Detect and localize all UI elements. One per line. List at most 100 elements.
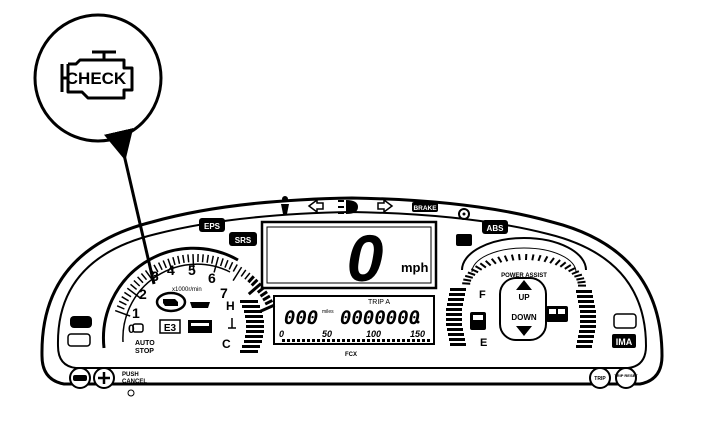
right-gauge-bar	[579, 305, 595, 308]
scale-segment	[317, 339, 320, 342]
ima-indicator	[612, 334, 636, 348]
tach-number-6: 6	[208, 270, 216, 286]
scale-segment	[342, 339, 345, 342]
check-engine-label: CHECK	[66, 69, 127, 88]
shift-up-label: UP	[518, 293, 530, 302]
right-gauge-bar	[577, 295, 593, 298]
shift-indicator: UP DOWN	[499, 277, 547, 341]
eps-indicator	[199, 218, 225, 232]
scale-segment	[412, 339, 415, 342]
fuel-cell-warning-icon	[190, 302, 210, 308]
tach-tick	[182, 254, 185, 264]
right-gauge-bar	[576, 345, 592, 348]
scale-segment	[422, 339, 425, 342]
fuel-bar	[446, 313, 462, 316]
power-tick	[503, 255, 509, 262]
brake-indicator	[412, 202, 438, 212]
tach-unit-label: x1000r/min	[172, 287, 202, 293]
temp-bar	[240, 300, 258, 303]
fuel-bar	[448, 298, 464, 301]
power-tick	[474, 265, 483, 271]
tach-tick	[250, 278, 259, 287]
scale-segment	[427, 339, 430, 342]
left-blank-indicator	[67, 333, 91, 347]
right-gauge-bar	[578, 300, 594, 303]
shift-down-label: DOWN	[511, 313, 537, 322]
trip-value: 000	[284, 307, 318, 329]
shift-up-icon	[516, 280, 532, 290]
consumption-bar-scale	[282, 339, 430, 342]
tach-tick	[259, 290, 268, 298]
scale-segment	[337, 339, 340, 342]
ima-label: IMA	[616, 337, 633, 347]
scale-segment	[417, 339, 420, 342]
minus-knob[interactable]	[69, 367, 91, 389]
tach-number-1: 1	[132, 305, 140, 321]
fuel-empty-label: E	[480, 337, 487, 349]
trip-label: TRIP A	[368, 299, 390, 306]
fuel-bar	[446, 318, 462, 321]
temp-bar	[245, 315, 263, 318]
scale-segment	[307, 339, 310, 342]
srs-indicator	[229, 232, 257, 246]
power-tick	[510, 254, 515, 261]
tach-tick	[162, 260, 167, 269]
plus-knob[interactable]	[93, 367, 115, 389]
tach-tick	[201, 254, 204, 263]
tach-number-5: 5	[188, 262, 196, 278]
tach-tick	[157, 262, 163, 271]
tach-tick	[210, 255, 215, 264]
fuel-bar	[446, 308, 462, 311]
scale-segment	[372, 339, 375, 342]
scale-segment	[347, 339, 350, 342]
scale-segment	[282, 339, 285, 342]
scale-segment	[402, 339, 405, 342]
power-tick	[577, 280, 586, 284]
trip-reset-label: TRIP RESET	[614, 373, 638, 378]
tach-tick	[137, 276, 144, 284]
odometer-value: 0000000	[340, 307, 420, 329]
tach-tick	[140, 273, 148, 281]
power-tick	[518, 253, 521, 261]
brand-label: FCX	[345, 352, 357, 358]
bottom-right-controls: TRIP TRIP RESET	[589, 367, 638, 389]
temp-bar	[246, 330, 264, 333]
power-tick	[497, 256, 503, 263]
svg-text:SRS: SRS	[235, 236, 252, 245]
tach-tick	[121, 296, 129, 302]
scale-label-0: 0	[279, 329, 284, 339]
power-tick	[559, 261, 567, 268]
right-gauge-bar	[580, 315, 596, 318]
fuel-bar	[449, 338, 465, 341]
fuel-bar	[449, 293, 465, 296]
svg-text:EPS: EPS	[204, 222, 221, 231]
tach-tick	[213, 256, 220, 273]
trip-reset-button[interactable]: TRIP RESET	[614, 367, 638, 389]
power-tick-ring	[462, 253, 586, 287]
scale-segment	[297, 339, 300, 342]
trip-button[interactable]: TRIP	[589, 367, 611, 389]
tach-tick	[262, 294, 271, 302]
turn-left-icon	[307, 198, 324, 214]
right-gauge-bars	[576, 290, 596, 348]
power-tick	[554, 259, 561, 266]
temp-bar	[245, 335, 263, 338]
scale-segment	[327, 339, 330, 342]
check-engine-icon	[60, 50, 134, 100]
speed-unit: mph	[401, 260, 429, 275]
temp-hot-label: H	[226, 299, 235, 313]
right-gauge-bar	[579, 330, 595, 333]
e-code-box	[159, 319, 181, 334]
tach-tick	[219, 258, 224, 267]
tach-number-3: 3	[151, 268, 159, 284]
tach-tick	[244, 272, 251, 280]
fuel-gauge: F E	[446, 288, 487, 349]
scale-segment	[382, 339, 385, 342]
power-tick	[531, 254, 535, 261]
right-battery-gauge: IMA	[546, 290, 637, 348]
speed-display: 0 mph	[260, 220, 438, 295]
tach-tick	[177, 255, 181, 264]
